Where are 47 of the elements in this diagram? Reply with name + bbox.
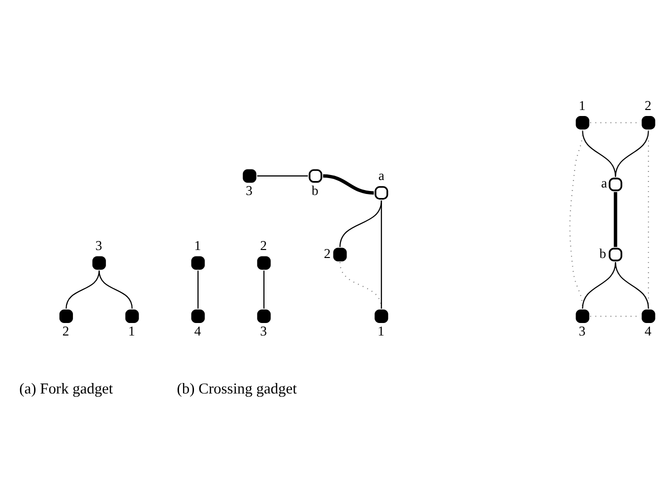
node-label: a [378, 168, 384, 183]
connector [582, 262, 616, 308]
node-dot [576, 309, 590, 323]
node-dot [642, 115, 656, 129]
node-label: 1 [194, 238, 201, 253]
node-label: 1 [378, 323, 384, 338]
node-label: 3 [578, 323, 586, 338]
node-label: 1 [578, 97, 586, 112]
node-label: 3 [95, 238, 102, 253]
node-dot [125, 309, 139, 323]
connector [614, 130, 649, 176]
connector [582, 130, 616, 176]
node-dot [374, 309, 388, 323]
node-dot [191, 256, 205, 270]
connector [322, 174, 374, 194]
connector [339, 200, 382, 247]
node-dot [92, 256, 106, 270]
node-label: 3 [246, 182, 253, 198]
node-label: 1 [128, 323, 136, 338]
connector [263, 270, 264, 308]
connector [98, 270, 133, 308]
node-label: 2 [260, 238, 267, 253]
node-label: a [601, 175, 608, 190]
connector [197, 270, 199, 308]
node-dot [242, 168, 256, 182]
node-dot [333, 247, 347, 261]
node-dot [257, 309, 271, 323]
node-label: 4 [644, 323, 652, 338]
connector [614, 262, 649, 308]
node-label: 4 [194, 323, 201, 338]
node-label: b [599, 245, 606, 260]
label: (a) Fork gadget [19, 380, 114, 398]
node-label: b [312, 182, 318, 198]
node-dot [576, 115, 590, 129]
node-dot [257, 256, 271, 270]
node-label: 2 [324, 245, 331, 260]
label: (b) Crossing gadget [176, 380, 297, 398]
node-dot [59, 309, 73, 323]
node-label: 2 [62, 323, 70, 338]
node-label: 2 [644, 97, 652, 112]
node-dot [191, 309, 205, 323]
connector [614, 192, 618, 246]
connector [257, 174, 308, 176]
connector [380, 200, 382, 308]
node-label: 3 [260, 323, 267, 338]
node-dot [642, 309, 656, 323]
connector [66, 270, 100, 308]
